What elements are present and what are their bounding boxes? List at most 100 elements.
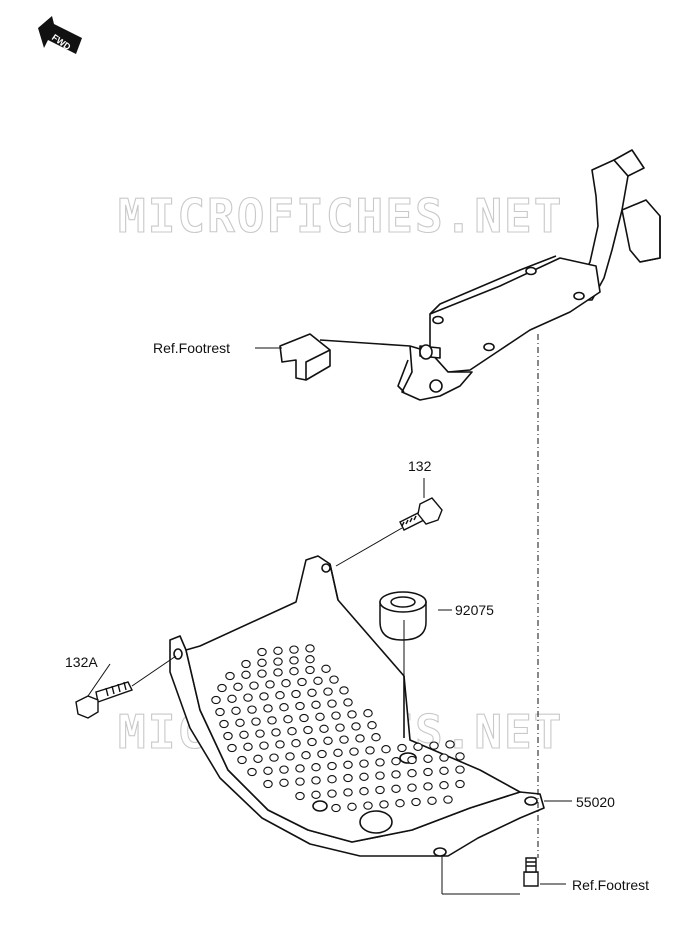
perforation-hole: [291, 739, 301, 748]
perforation-hole: [343, 698, 353, 707]
perforation-hole: [367, 721, 377, 730]
perforation-hole: [259, 741, 269, 750]
perforation-hole: [311, 763, 321, 772]
perforation-hole: [289, 667, 299, 676]
perforation-hole: [343, 773, 353, 783]
perforation-hole: [219, 719, 229, 729]
perforation-hole: [227, 694, 237, 703]
label-part-55020: 55020: [576, 794, 615, 810]
perforation-hole: [423, 754, 433, 763]
perforation-hole: [333, 748, 343, 757]
perforation-hole: [217, 683, 227, 693]
perforation-hole: [279, 765, 289, 774]
label-part-132: 132: [408, 458, 432, 474]
fwd-arrow-icon: FWD: [38, 16, 82, 54]
perforation-hole: [223, 731, 233, 741]
perforation-hole: [439, 753, 449, 762]
perforation-hole: [313, 676, 323, 685]
perforation-hole: [397, 743, 407, 753]
perforation-hole: [295, 701, 305, 711]
perforation-hole: [319, 724, 329, 733]
perforation-hole: [343, 760, 353, 769]
perforation-hole: [257, 669, 267, 678]
perforation-hole: [339, 735, 349, 744]
perforation-hole: [243, 742, 253, 751]
perforation-hole: [291, 689, 301, 699]
perforation-hole: [253, 754, 263, 763]
perforation-hole: [263, 779, 273, 789]
perforation-hole: [443, 795, 453, 804]
perforation-hole: [241, 659, 251, 669]
perforation-hole: [279, 778, 289, 787]
bolt-132a: [75, 681, 133, 719]
perforation-hole: [257, 647, 267, 657]
perforation-hole: [249, 681, 259, 690]
perforation-hole: [307, 737, 317, 747]
perforation-hole: [271, 728, 281, 737]
perforation-hole: [455, 752, 465, 761]
perforation-hole: [305, 644, 315, 653]
perforation-hole: [381, 745, 391, 754]
skid-plate-perforations: [211, 644, 465, 813]
perforation-hole: [247, 705, 257, 714]
perforation-hole: [391, 784, 401, 793]
perforation-hole: [445, 740, 455, 749]
perforation-hole: [307, 688, 317, 697]
perforation-hole: [247, 767, 257, 777]
perforation-hole: [375, 771, 385, 780]
perforation-hole: [289, 645, 299, 654]
perforation-hole: [243, 693, 253, 702]
perforation-hole: [455, 765, 465, 774]
perforation-hole: [343, 788, 353, 797]
perforation-hole: [439, 781, 449, 790]
perforation-hole: [331, 711, 341, 720]
perforation-hole: [423, 782, 433, 791]
perforation-hole: [391, 757, 401, 766]
perforation-hole: [299, 713, 309, 723]
perforation-hole: [273, 646, 283, 655]
perforation-hole: [281, 679, 291, 688]
perforation-hole: [295, 764, 305, 773]
perforation-hole: [359, 772, 369, 781]
perforation-hole: [359, 787, 369, 796]
perforation-hole: [275, 740, 285, 749]
bolt-bottom: [523, 857, 539, 887]
perforation-hole: [267, 716, 277, 725]
watermark-top: MICROFICHES.NET: [118, 189, 563, 243]
perforation-hole: [263, 766, 273, 775]
perforation-hole: [391, 770, 401, 779]
perforation-hole: [227, 743, 237, 753]
perforation-hole: [411, 797, 421, 807]
perforation-hole: [379, 800, 389, 809]
perforation-hole: [285, 752, 295, 761]
perforation-hole: [363, 709, 373, 718]
perforation-hole: [283, 715, 293, 724]
perforation-hole: [329, 675, 339, 684]
perforation-hole: [355, 734, 365, 743]
perforation-hole: [429, 741, 439, 750]
perforation-hole: [347, 802, 357, 811]
perforation-hole: [295, 777, 305, 786]
perforation-hole: [365, 746, 375, 755]
perforation-hole: [423, 767, 433, 777]
perforation-hole: [455, 779, 465, 789]
perforation-hole: [263, 704, 273, 713]
perforation-hole: [259, 692, 269, 701]
perforation-hole: [237, 755, 247, 765]
perforation-hole: [241, 670, 251, 679]
perforation-hole: [351, 722, 361, 731]
label-part-92075: 92075: [455, 602, 494, 618]
perforation-hole: [311, 700, 321, 709]
perforation-hole: [439, 766, 449, 775]
perforation-hole: [375, 785, 385, 795]
perforation-hole: [231, 706, 241, 715]
perforation-hole: [273, 657, 283, 666]
perforation-hole: [289, 656, 299, 665]
perforation-hole: [215, 707, 225, 717]
perforation-hole: [347, 710, 357, 719]
perforation-hole: [359, 759, 369, 768]
footrest-bracket: [279, 149, 661, 401]
perforation-hole: [323, 736, 333, 745]
perforation-hole: [311, 776, 321, 785]
